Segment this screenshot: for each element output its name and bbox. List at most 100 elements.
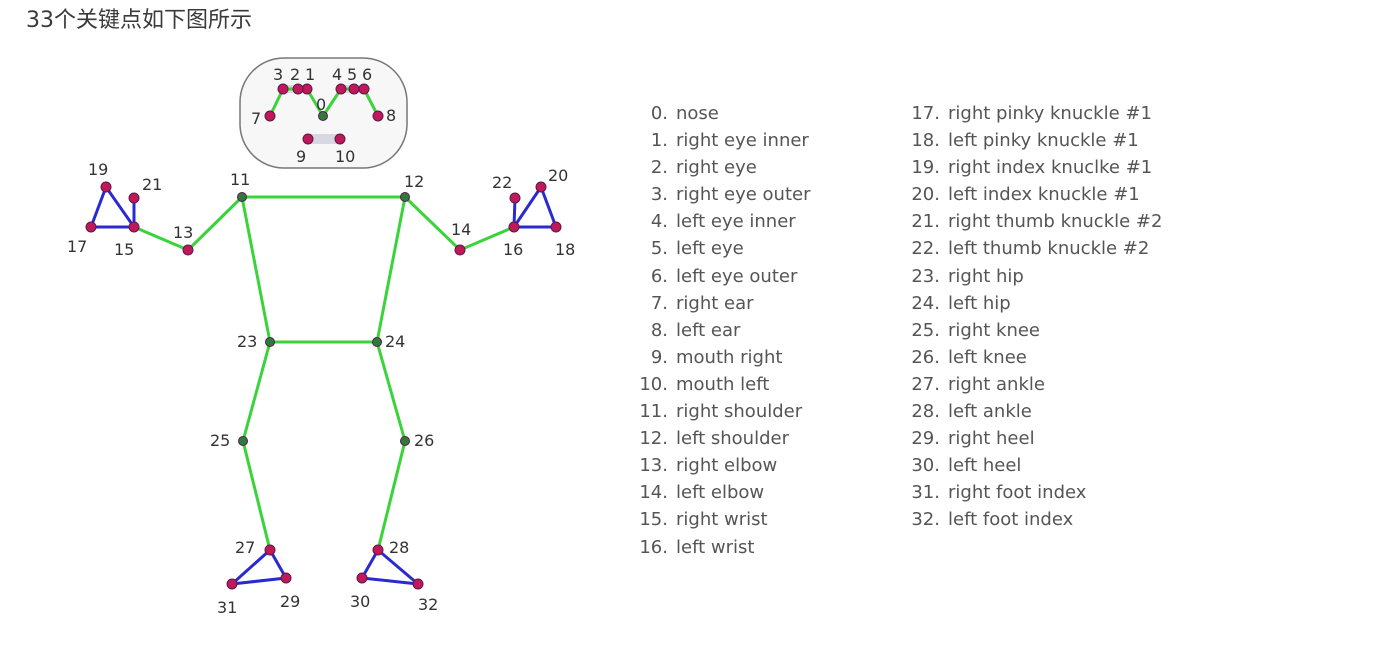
- keypoint-24-label: 24: [385, 332, 405, 351]
- legend-item-number: 23.: [911, 265, 940, 287]
- keypoint-6-label: 6: [362, 65, 372, 84]
- keypoint-27-label: 27: [235, 538, 255, 557]
- legend-item-name: right eye inner: [676, 130, 809, 152]
- keypoint-6-marker: [358, 83, 370, 95]
- keypoint-14-label: 14: [451, 220, 471, 239]
- limb-connection: [376, 439, 407, 552]
- keypoint-14-marker: [454, 244, 466, 256]
- keypoint-8-label: 8: [386, 106, 396, 125]
- legend-item: 21. right thumb knuckle #2: [900, 208, 1162, 235]
- legend-item-name: left index knuckle #1: [948, 184, 1140, 206]
- keypoint-9-label: 9: [296, 147, 306, 166]
- legend-item-number: 28.: [911, 401, 940, 423]
- hand-foot-connection: [104, 185, 136, 229]
- keypoint-22-marker: [509, 192, 521, 204]
- legend-item-number: 15.: [639, 509, 668, 531]
- legend-item: 14.left elbow: [628, 479, 811, 506]
- hand-foot-connection: [512, 185, 543, 229]
- legend-item: 12.left shoulder: [628, 425, 811, 452]
- hand-foot-connection: [230, 548, 272, 586]
- legend-item: 0.nose: [628, 100, 811, 127]
- hand-foot-connection: [230, 576, 288, 586]
- keypoint-18-label: 18: [555, 240, 575, 259]
- keypoint-12-label: 12: [404, 172, 424, 191]
- keypoint-31-marker: [226, 578, 238, 590]
- limb-connection: [186, 195, 244, 252]
- keypoint-20-marker: [535, 181, 547, 193]
- legend-item-number: 12.: [639, 428, 668, 450]
- legend-item: 8.left ear: [628, 317, 811, 344]
- keypoint-16-marker: [508, 221, 520, 233]
- legend-item-number: 3.: [650, 184, 668, 206]
- keypoint-31-label: 31: [217, 598, 237, 617]
- keypoint-29-label: 29: [280, 592, 300, 611]
- legend-item-name: left foot index: [948, 509, 1074, 531]
- legend-item-name: left knee: [948, 346, 1027, 368]
- legend-item-number: 25.: [911, 319, 940, 341]
- legend-item: 13.right elbow: [628, 452, 811, 479]
- legend-item: 25. right knee: [900, 317, 1162, 344]
- legend-item-name: mouth right: [676, 346, 783, 368]
- keypoint-18-marker: [550, 221, 562, 233]
- legend-item-number: 9.: [650, 346, 668, 368]
- legend-item-name: left hip: [948, 292, 1011, 314]
- mouth-pill: [306, 134, 342, 144]
- keypoint-10-label: 10: [335, 147, 355, 166]
- legend-item-name: right pinky knuckle #1: [948, 103, 1152, 124]
- legend-item: 31.right foot index: [900, 479, 1162, 506]
- keypoint-3-label: 3: [273, 65, 283, 84]
- keypoint-11-marker: [237, 192, 247, 202]
- keypoint-26-label: 26: [414, 431, 434, 450]
- limb-connection: [240, 195, 272, 344]
- page-heading: 33个关键点如下图所示: [26, 8, 252, 33]
- hand-foot-connection: [360, 576, 420, 586]
- keypoint-21-label: 21: [142, 175, 162, 194]
- legend-item: 22.left thumb knuckle #2: [900, 235, 1162, 262]
- legend-item: 5.left eye: [628, 235, 811, 262]
- keypoint-24-marker: [372, 337, 382, 347]
- keypoint-25-label: 25: [210, 431, 230, 450]
- keypoint-5-marker: [348, 83, 360, 95]
- keypoint-11-label: 11: [230, 170, 250, 189]
- legend-item-number: 4.: [650, 211, 668, 233]
- keypoint-17-label: 17: [67, 237, 87, 256]
- legend-item: 15.right wrist: [628, 506, 811, 533]
- keypoint-23-label: 23: [237, 332, 257, 351]
- keypoint-4-marker: [335, 83, 347, 95]
- keypoint-10-marker: [334, 133, 346, 145]
- legend-item-number: 27.: [911, 373, 940, 395]
- keypoint-32-marker: [412, 578, 424, 590]
- legend-item-name: right heel: [948, 428, 1035, 450]
- legend-item: 28.left ankle: [900, 398, 1162, 425]
- legend-item: 30.left heel: [900, 452, 1162, 479]
- legend-item-name: left wrist: [676, 536, 755, 558]
- limb-connection: [132, 225, 190, 252]
- legend-item-number: 14.: [639, 482, 668, 504]
- legend-item-number: 19.: [911, 157, 940, 179]
- legend-item-name: right knee: [948, 319, 1040, 341]
- limb-connection: [375, 195, 407, 344]
- legend-item-number: 32.: [911, 509, 940, 531]
- legend-item-name: right eye outer: [676, 184, 811, 206]
- legend-item: 3. right eye outer: [628, 181, 811, 208]
- legend-item: 9. mouth right: [628, 344, 811, 371]
- legend-item-name: right ankle: [948, 373, 1045, 395]
- legend-item-number: 21.: [911, 211, 940, 233]
- keypoint-0-marker: [318, 111, 328, 121]
- keypoint-22-label: 22: [492, 173, 512, 192]
- legend-item: 7.right ear: [628, 290, 811, 317]
- limb-connection: [241, 340, 272, 443]
- legend-item-name: left eye outer: [676, 265, 798, 287]
- legend-item-number: 13.: [639, 455, 668, 477]
- keypoint-12-marker: [400, 192, 410, 202]
- keypoint-9-marker: [302, 133, 314, 145]
- legend-item-name: right thumb knuckle #2: [948, 211, 1163, 233]
- keypoint-26-marker: [400, 436, 410, 446]
- legend-item: 11.right shoulder: [628, 398, 811, 425]
- keypoint-19-label: 19: [88, 160, 108, 179]
- limb-connection: [241, 439, 272, 552]
- keypoint-3-marker: [277, 83, 289, 95]
- legend-item: 4.left eye inner: [628, 208, 811, 235]
- keypoint-1-label: 1: [305, 65, 315, 84]
